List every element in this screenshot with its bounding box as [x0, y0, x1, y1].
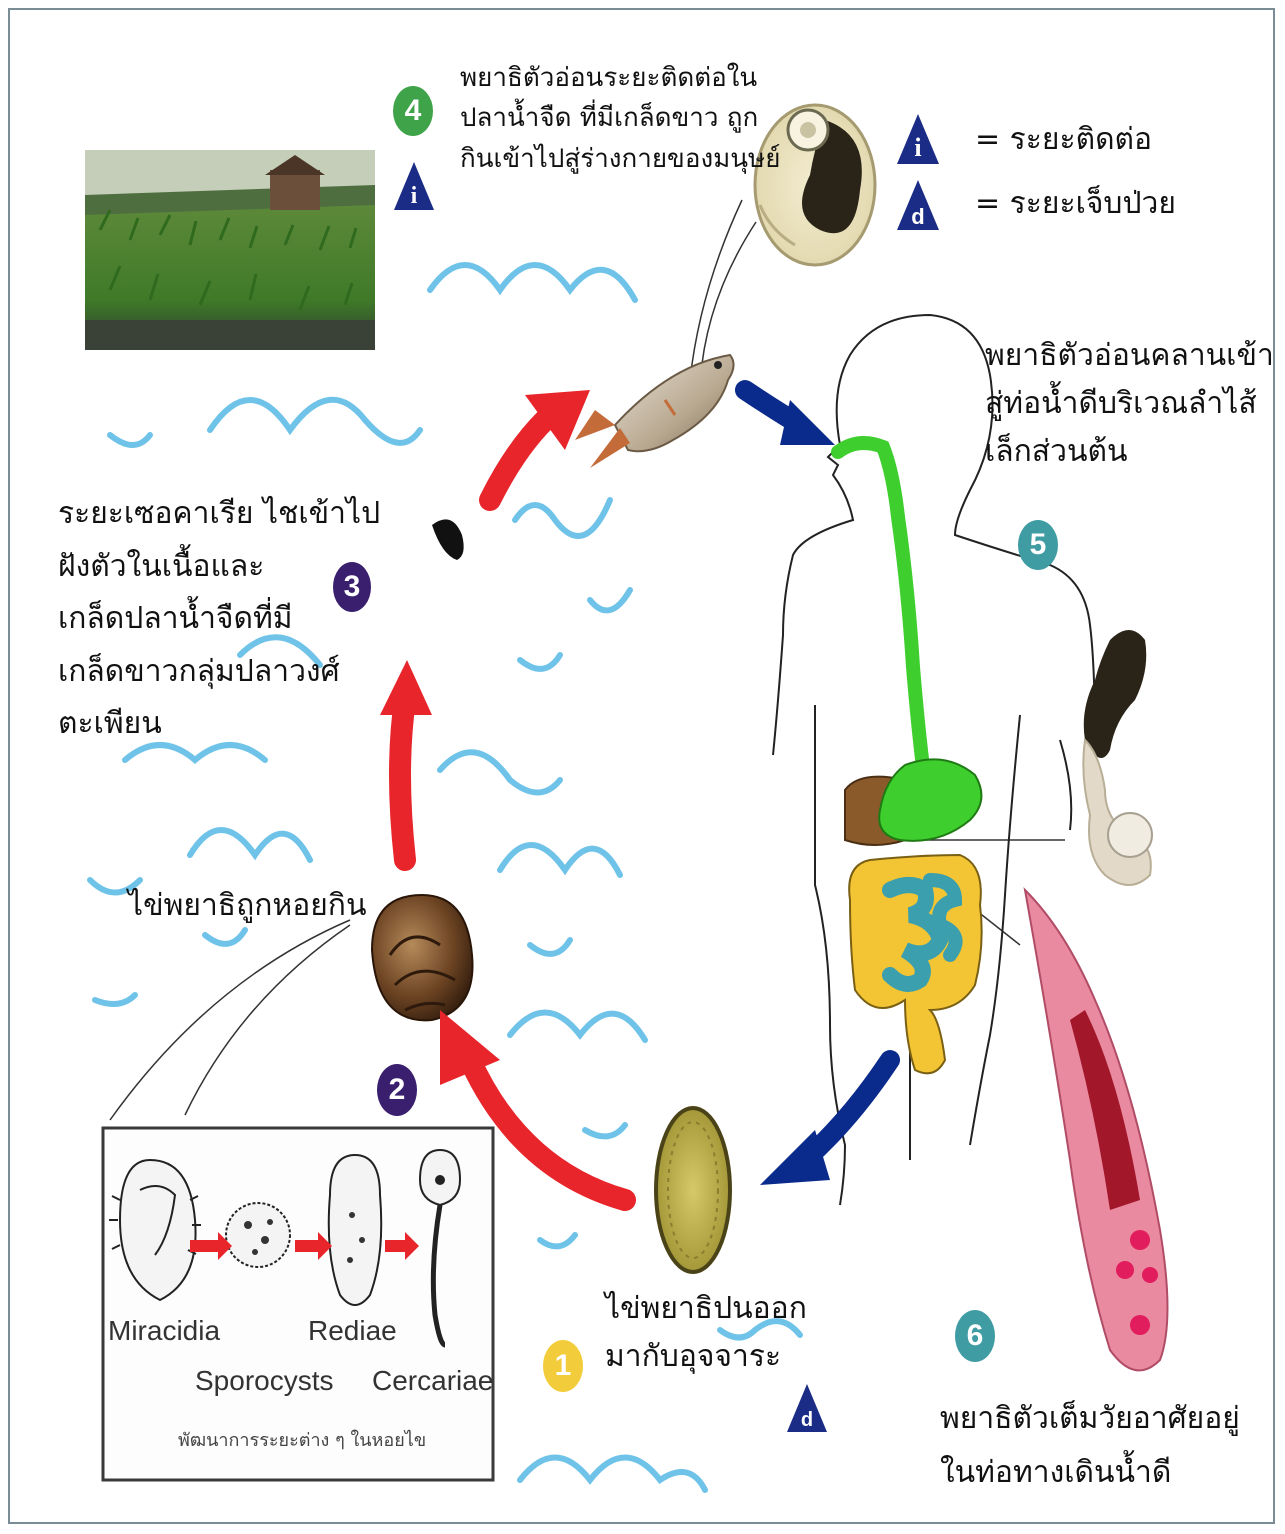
fish-illustration [575, 355, 734, 468]
adult-fluke [1025, 890, 1168, 1370]
stage-4-infective-marker: i [392, 160, 436, 212]
diagnostic-stage-legend-label: = ระยะเจ็บป่วย [975, 182, 1176, 226]
red-arrows [400, 420, 625, 1200]
svg-text:i: i [914, 133, 921, 162]
stage-1-diagnostic-marker: d [785, 1382, 829, 1434]
stage-4-badge: 4 [393, 86, 433, 136]
blue-arrowheads [760, 400, 835, 1185]
infective-stage-legend-icon: i [895, 112, 941, 166]
stage-5-badge: 5 [1018, 520, 1058, 570]
infective-stage-legend-label: = ระยะติดต่อ [975, 118, 1152, 162]
stage-2-description: ไข่พยาธิถูกหอยกิน [128, 884, 366, 928]
stage-2-badge: 2 [377, 1064, 417, 1116]
stage-5-description: พยาธิตัวอ่อนคลานเข้า สู่ท่อน้ำดีบริเวณลำ… [985, 332, 1274, 476]
egg-illustration [656, 1108, 730, 1272]
snail-development-caption: พัฒนาการระยะต่าง ๆ ในหอยไข [178, 1425, 426, 1454]
stage-4-description: พยาธิตัวอ่อนระยะติดต่อใน ปลาน้ำจืด ที่มี… [460, 58, 780, 179]
cercariae-label: Cercariae [372, 1365, 493, 1397]
snail-illustration [372, 895, 473, 1020]
rice-field-photo [85, 150, 375, 350]
svg-text:i: i [411, 183, 418, 209]
svg-text:d: d [801, 1409, 813, 1431]
stage-3-description: ระยะเซอคาเรีย ไชเข้าไป ฝังตัวในเนื้อและ … [58, 488, 380, 751]
stage-1-description: ไข่พยาธิปนออก มากับอุจจาระ [605, 1285, 807, 1381]
rediae-figure [329, 1155, 382, 1305]
diagnostic-stage-legend-icon: d [895, 178, 941, 232]
svg-text:d: d [911, 204, 924, 229]
sporocysts-figure [226, 1203, 290, 1267]
stage-6-description: พยาธิตัวเต็มวัยอาศัยอยู่ ในท่อทางเดินน้ำ… [940, 1392, 1240, 1500]
rediae-label: Rediae [308, 1315, 397, 1347]
stage-6-badge: 6 [955, 1310, 995, 1362]
sporocysts-label: Sporocysts [195, 1365, 334, 1397]
blue-arrows [745, 390, 890, 1160]
cercaria-small [432, 519, 464, 560]
miracidia-label: Miracidia [108, 1315, 220, 1347]
stage-1-badge: 1 [543, 1340, 583, 1392]
